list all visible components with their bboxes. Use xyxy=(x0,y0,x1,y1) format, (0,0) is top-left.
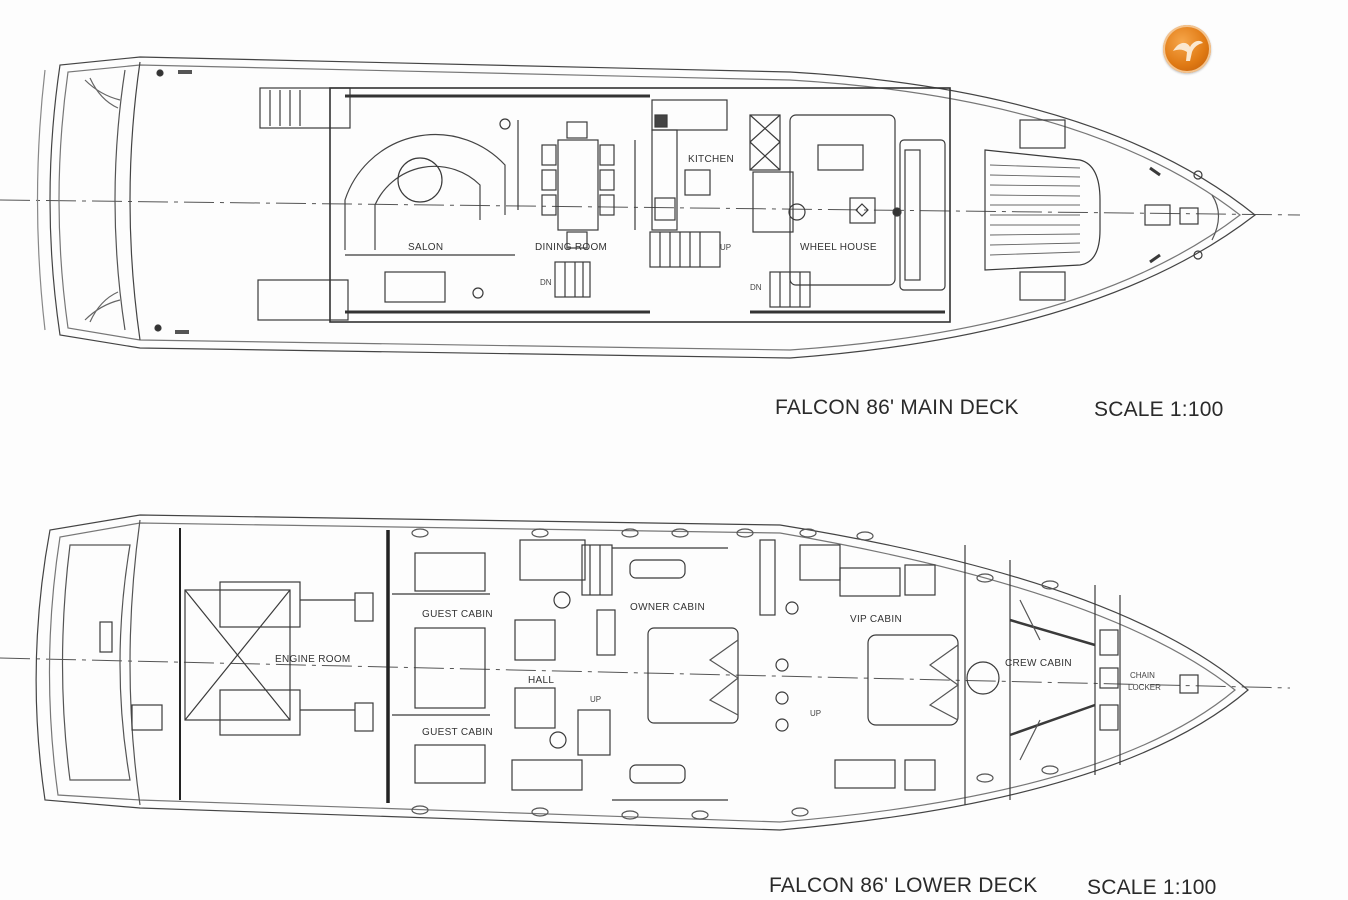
room-label-salon: SALON xyxy=(408,242,443,253)
room-label-hall: HALL xyxy=(528,675,554,686)
stair-label-up: UP xyxy=(590,695,601,704)
room-label-engine-room: ENGINE ROOM xyxy=(275,654,351,665)
stair-label-dn: DN xyxy=(540,278,552,287)
room-label-wheel-house: WHEEL HOUSE xyxy=(800,242,877,253)
room-label-vip-cabin: VIP CABIN xyxy=(850,614,902,625)
room-label-owner-cabin: OWNER CABIN xyxy=(630,602,705,613)
brand-logo xyxy=(1163,25,1211,73)
lower-deck-caption: FALCON 86' LOWER DECK xyxy=(769,874,1038,897)
bird-icon xyxy=(1173,40,1203,61)
lower-deck-scale: SCALE 1:100 xyxy=(1087,876,1217,899)
stair-label-dn: DN xyxy=(750,283,762,292)
room-label-dining-room: DINING ROOM xyxy=(535,242,607,253)
lower-deck-plan: ENGINE ROOM GUEST CABIN GUEST CABIN HALL… xyxy=(0,500,1348,840)
room-label-locker: LOCKER xyxy=(1128,683,1161,692)
room-label-guest-cabin: GUEST CABIN xyxy=(422,609,493,620)
room-label-chain: CHAIN xyxy=(1130,671,1155,680)
stair-label-up: UP xyxy=(720,243,731,252)
stair-label-up: UP xyxy=(810,709,821,718)
main-deck-caption: FALCON 86' MAIN DECK xyxy=(775,396,1019,419)
room-label-crew-cabin: CREW CABIN xyxy=(1005,658,1072,669)
main-deck-scale: SCALE 1:100 xyxy=(1094,398,1224,421)
room-label-guest-cabin: GUEST CABIN xyxy=(422,727,493,738)
main-deck-plan: SALON DINING ROOM KITCHEN WHEEL HOUSE UP… xyxy=(0,0,1348,380)
room-label-kitchen: KITCHEN xyxy=(688,154,734,165)
